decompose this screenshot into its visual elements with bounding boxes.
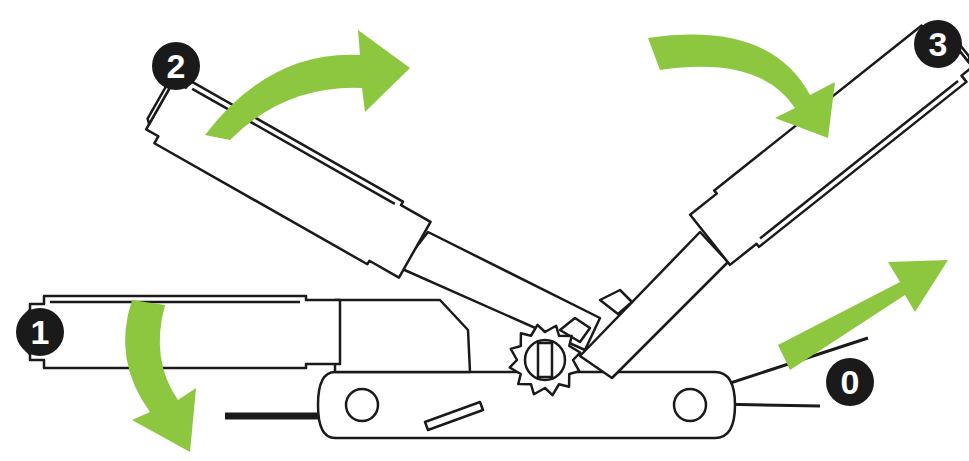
grip-body	[30, 296, 340, 368]
release-tab	[600, 290, 632, 314]
handle-arm	[400, 232, 600, 350]
callout-number: 0	[826, 358, 874, 406]
callout-number: 1	[16, 308, 64, 356]
callout-text: 0	[841, 363, 860, 401]
grip-line	[50, 301, 300, 304]
motion-arrow	[205, 30, 410, 140]
grip-line	[760, 81, 958, 238]
motion-arrow	[125, 300, 196, 452]
handle-arm	[580, 232, 728, 378]
motion-arrow	[648, 35, 835, 138]
handle-arm	[335, 300, 470, 372]
handle-grip	[139, 72, 433, 281]
rivet-hole	[674, 389, 706, 421]
gear-teeth	[510, 325, 580, 395]
callout-text: 3	[929, 25, 948, 63]
callout-text: 2	[167, 47, 186, 85]
grip-cap	[146, 84, 171, 124]
grip-body	[142, 74, 432, 281]
motion-arrow	[778, 260, 948, 370]
callout-number: 2	[152, 42, 200, 90]
callout-number: 3	[914, 20, 962, 68]
rivet-hole	[346, 389, 378, 421]
ratchet-gear	[510, 325, 580, 395]
spool	[525, 340, 565, 380]
pawl	[425, 402, 483, 430]
spool-slot	[538, 343, 552, 377]
callout-text: 1	[31, 313, 50, 351]
handle-grip	[26, 296, 340, 368]
